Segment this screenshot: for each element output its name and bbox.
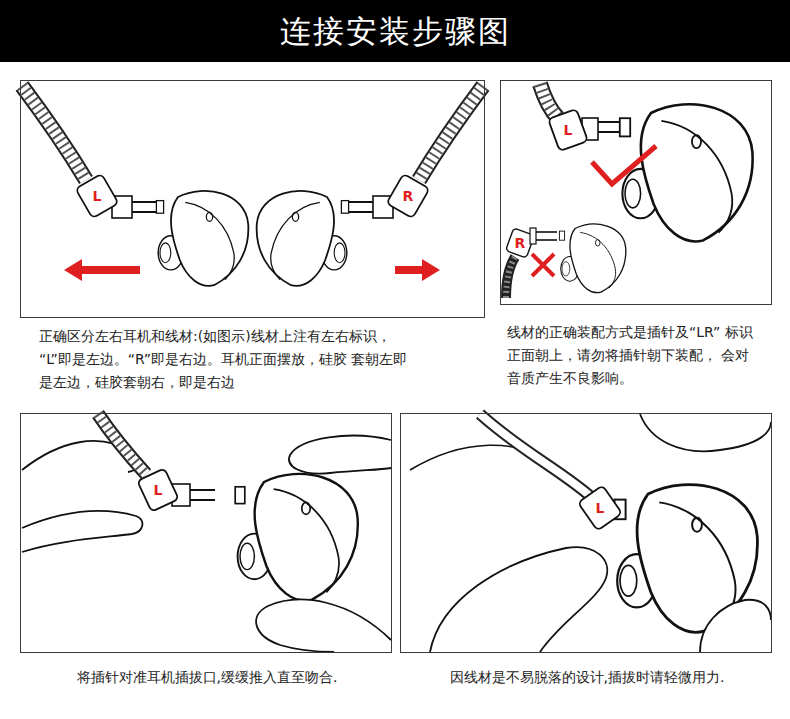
cable-braid bbox=[98, 414, 146, 474]
earphone bbox=[156, 191, 248, 286]
plug-neck bbox=[530, 228, 536, 244]
plug-body bbox=[578, 485, 622, 530]
caption-block: 将插针对准耳机插拔口,缓缓推入直至吻合. bbox=[21, 666, 393, 689]
direction-arrow bbox=[64, 259, 140, 281]
cable-braid bbox=[22, 86, 86, 180]
caption-text: 正确区分左右耳机和线材:(如图示)线材上注有左右标识， “L”即是左边。“R”即… bbox=[39, 328, 407, 390]
side-marker: L bbox=[564, 122, 573, 138]
cable-braid bbox=[22, 86, 86, 180]
cable-braid bbox=[22, 86, 86, 180]
earphone bbox=[620, 104, 753, 241]
side-marker: L bbox=[154, 482, 163, 498]
pin bbox=[536, 231, 557, 233]
plug-body bbox=[137, 468, 179, 511]
pin bbox=[132, 201, 156, 203]
side-marker: L bbox=[93, 188, 102, 204]
earphone bbox=[559, 224, 625, 293]
step-panel: 将插针对准耳机插拔口,缓缓推入直至吻合. bbox=[20, 413, 392, 653]
pin bbox=[190, 499, 215, 501]
caption-text: 将插针对准耳机插拔口,缓缓推入直至吻合. bbox=[77, 669, 338, 685]
side-marker: L bbox=[596, 500, 605, 516]
pin bbox=[598, 131, 621, 133]
finger-outline bbox=[289, 436, 391, 474]
cable-braid bbox=[540, 84, 558, 118]
thumb-outline bbox=[430, 547, 607, 652]
cable-braid bbox=[506, 257, 515, 298]
pin bbox=[190, 489, 215, 491]
step-panel: 正确区分左右耳机和线材:(如图示)线材上注有左右标识， “L”即是左边。“R”即… bbox=[20, 80, 485, 318]
title-text: 连接安装步骤图 bbox=[0, 0, 790, 62]
step-panel: 线材的正确装配方式是插针及“LR” 标识正面朝上，请勿将插针朝下装配， 会对音质… bbox=[500, 80, 772, 305]
finger-outline bbox=[640, 414, 771, 451]
wrong-mark bbox=[532, 254, 554, 276]
pin bbox=[536, 239, 557, 241]
correct-mark bbox=[592, 146, 656, 184]
plug-body bbox=[76, 174, 119, 218]
cable-braid bbox=[506, 257, 515, 298]
caption-text: 因线材是不易脱落的设计,插拔时请轻微用力. bbox=[450, 669, 725, 685]
side-marker: R bbox=[515, 235, 526, 251]
pin bbox=[598, 121, 621, 123]
right-assembly bbox=[257, 86, 483, 286]
direction-arrow bbox=[395, 259, 440, 281]
earphone bbox=[235, 474, 358, 601]
caption-text: 线材的正确装配方式是插针及“LR” 标识正面朝上，请勿将插针朝下装配， 会对音质… bbox=[507, 324, 753, 386]
plug-body bbox=[548, 109, 588, 151]
cable-braid bbox=[540, 84, 558, 118]
cable-braid bbox=[480, 414, 590, 496]
cable-braid bbox=[540, 84, 558, 118]
pin bbox=[132, 211, 156, 213]
cable-braid bbox=[98, 414, 146, 474]
thumb-outline bbox=[256, 600, 391, 652]
wrong-mark bbox=[532, 254, 554, 276]
step-panel: 因线材是不易脱落的设计,插拔时请轻微用力. bbox=[400, 413, 772, 653]
left-assembly bbox=[22, 86, 248, 286]
caption-block: 线材的正确装配方式是插针及“LR” 标识正面朝上，请勿将插针朝下装配， 会对音质… bbox=[507, 321, 759, 390]
finger-outline bbox=[22, 511, 142, 552]
title-bar: 连接安装步骤图 bbox=[0, 0, 790, 62]
caption-block: 因线材是不易脱落的设计,插拔时请轻微用力. bbox=[401, 666, 773, 689]
cable-braid bbox=[480, 414, 590, 496]
cable-braid bbox=[98, 414, 146, 474]
caption-block: 正确区分左右耳机和线材:(如图示)线材上注有左右标识， “L”即是左边。“R”即… bbox=[39, 325, 409, 394]
finger-outline bbox=[700, 600, 771, 652]
side-marker: R bbox=[403, 188, 414, 204]
